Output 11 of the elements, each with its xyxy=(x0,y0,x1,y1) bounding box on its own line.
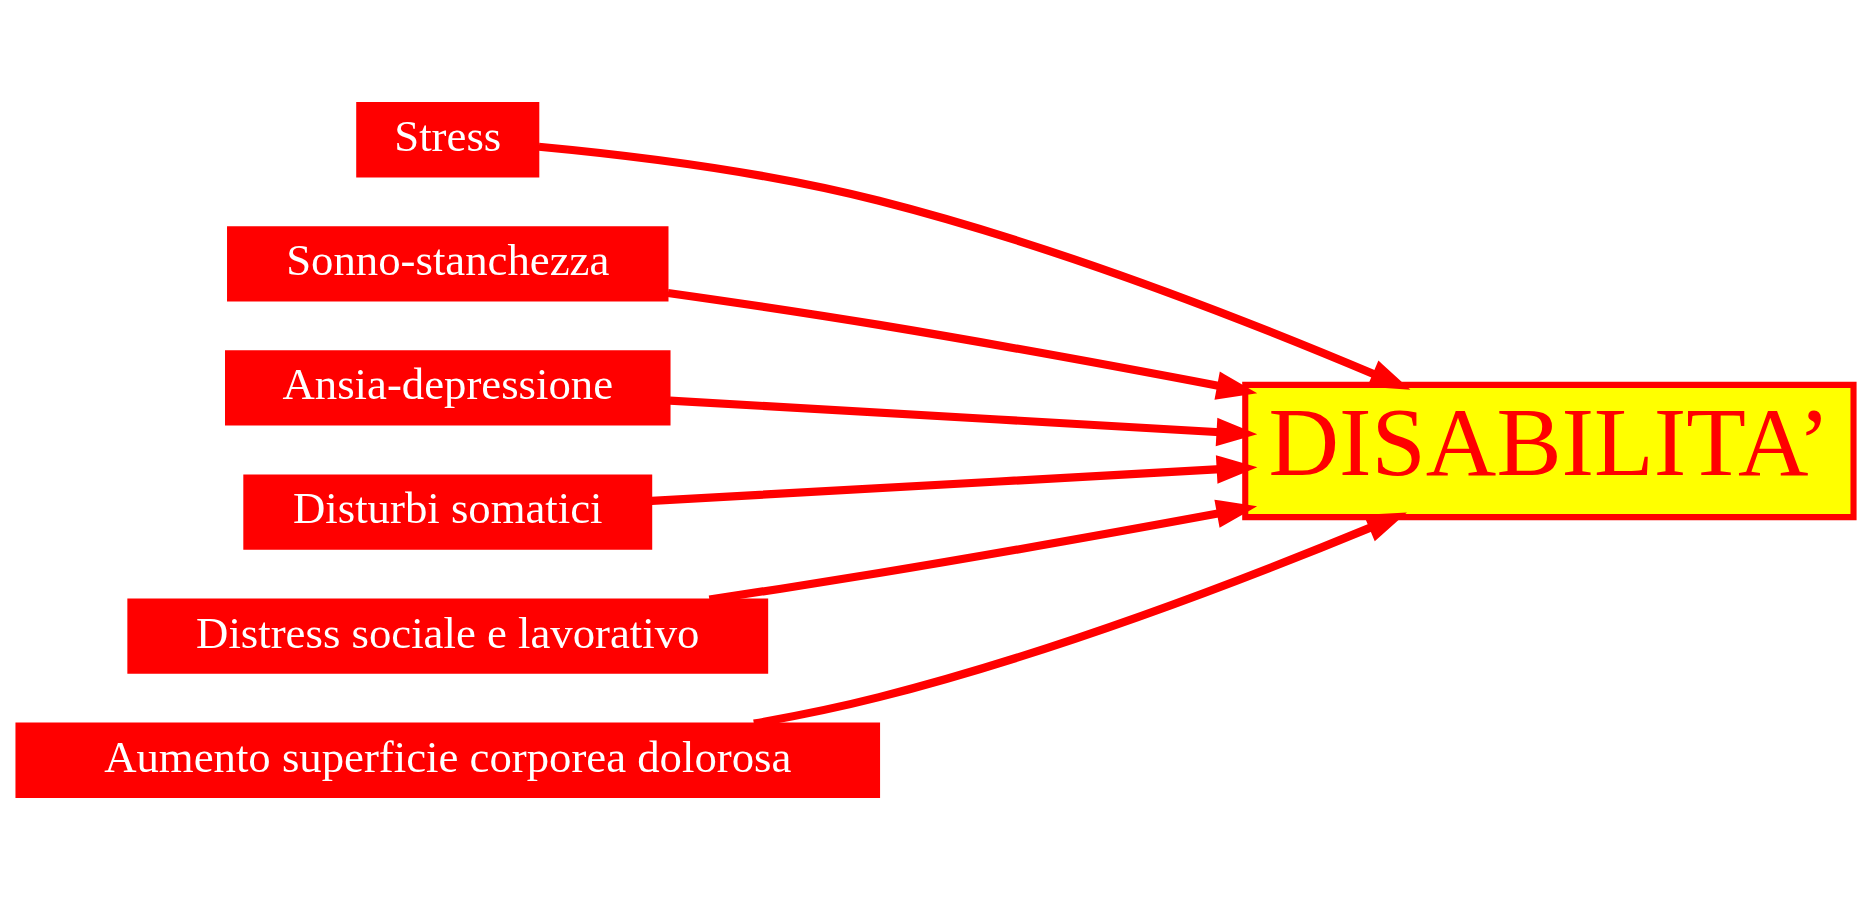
arrow xyxy=(651,455,1258,505)
node-box: Ansia-depressione xyxy=(225,350,671,426)
node-box: Distress sociale e lavorativo xyxy=(127,598,769,674)
node-box: DISABILITA’ xyxy=(1242,381,1857,521)
arrow xyxy=(667,288,1258,400)
arrow xyxy=(669,396,1258,447)
node-box: Aumento superficie corporea dolorosa xyxy=(15,722,881,798)
node-box: Stress xyxy=(356,102,540,178)
node-box: Disturbi somatici xyxy=(243,474,653,550)
arrow xyxy=(538,142,1411,390)
node-box: Sonno-stanchezza xyxy=(227,226,669,302)
